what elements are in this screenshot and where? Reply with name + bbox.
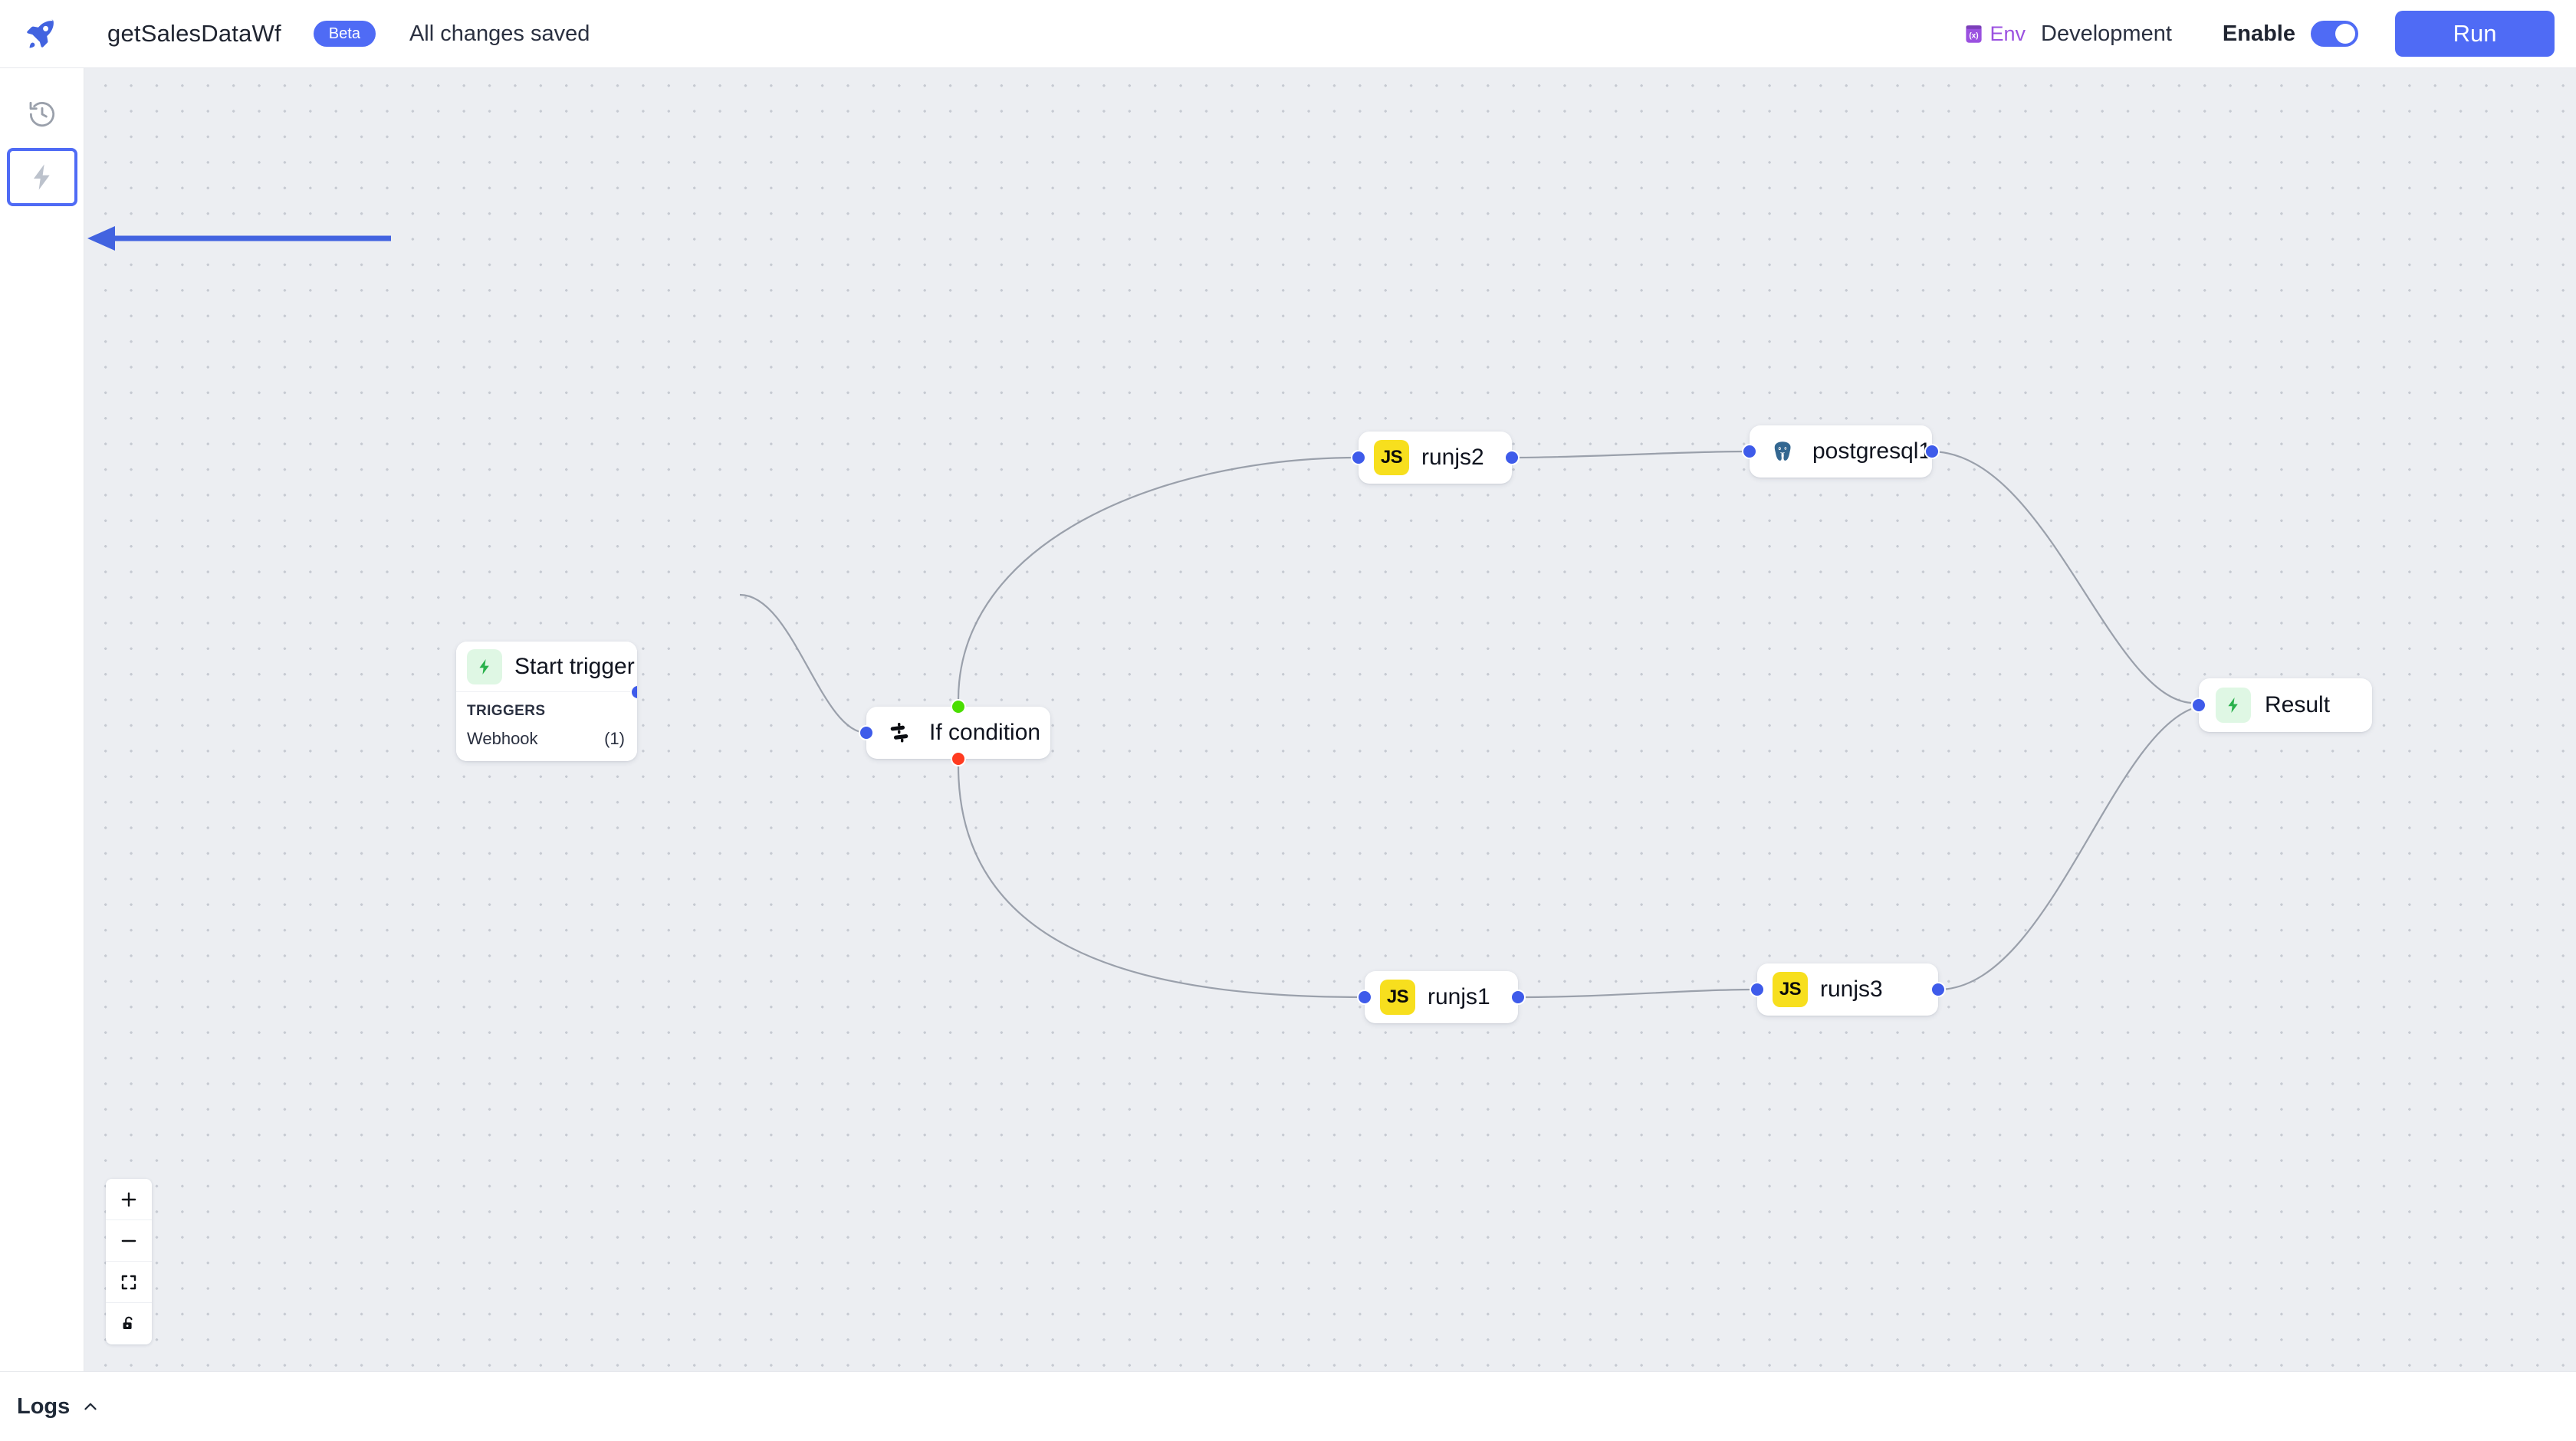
handle-runjs1-output[interactable] <box>1510 990 1526 1005</box>
app-logo[interactable] <box>0 17 80 51</box>
rocket-icon <box>26 19 54 48</box>
minus-icon <box>121 1239 136 1242</box>
env-variable-icon: (x) <box>1965 25 1982 43</box>
handle-runjs3-output[interactable] <box>1930 982 1946 997</box>
node-result-label: Result <box>2265 692 2331 717</box>
trigger-list-item[interactable]: Webhook (1) <box>467 729 625 749</box>
js-icon: JS <box>1374 440 1409 475</box>
node-if-condition-label: If condition <box>929 720 1041 745</box>
beta-badge: Beta <box>313 21 376 47</box>
node-runjs3-label: runjs3 <box>1820 977 1883 1002</box>
header-actions: (x) Env Development Enable Run <box>1963 11 2576 57</box>
edge-start-to-if <box>739 593 867 734</box>
save-status: All changes saved <box>409 21 590 46</box>
node-start-trigger-label: Start trigger <box>514 653 635 679</box>
node-postgresql1-label: postgresql1 <box>1812 438 1932 464</box>
annotation-arrow <box>87 226 391 251</box>
enable-label: Enable <box>2222 21 2295 46</box>
sliders-filter-icon <box>882 715 917 750</box>
edge-postgresql1-to-result <box>1930 450 2192 704</box>
unlock-padlock-icon <box>123 1316 133 1329</box>
logs-bar[interactable]: Logs <box>0 1371 2576 1441</box>
app-header: getSalesDataWf Beta All changes saved (x… <box>0 0 2576 68</box>
js-icon: JS <box>1380 980 1415 1015</box>
node-postgresql1[interactable]: postgresql1 <box>1742 425 1940 478</box>
js-icon: JS <box>1773 972 1808 1007</box>
enable-toggle[interactable] <box>2311 21 2358 47</box>
canvas-zoom-controls <box>106 1179 152 1344</box>
handle-if-condition-false-output[interactable] <box>951 751 966 766</box>
history-clock-icon <box>29 101 54 127</box>
node-start-trigger-body: TRIGGERS Webhook (1) <box>456 692 637 761</box>
handle-postgresql1-output[interactable] <box>1924 444 1940 459</box>
workflow-canvas[interactable]: Start trigger TRIGGERS Webhook (1) <box>84 68 2576 1371</box>
edge-runjs3-to-result <box>1937 707 2192 991</box>
trigger-name: Webhook <box>467 729 538 748</box>
node-start-trigger-header[interactable]: Start trigger <box>456 642 637 692</box>
edge-if-false-to-runjs1 <box>957 765 1365 999</box>
postgresql-icon <box>1765 434 1800 469</box>
env-label: Env <box>1990 21 2026 45</box>
node-runjs1[interactable]: JS runjs1 <box>1357 971 1526 1023</box>
node-runjs3[interactable]: JS runjs3 <box>1750 963 1946 1016</box>
lightning-bolt-icon <box>467 648 502 684</box>
sidebar-item-history[interactable] <box>7 85 77 143</box>
enable-control[interactable]: Enable <box>2223 21 2358 47</box>
svg-text:(x): (x) <box>1969 31 1978 40</box>
workflow-title: getSalesDataWf <box>107 20 281 47</box>
handle-result-input[interactable] <box>2191 698 2206 713</box>
fit-view-button[interactable] <box>106 1262 152 1303</box>
zoom-in-button[interactable] <box>106 1179 152 1220</box>
zoom-out-button[interactable] <box>106 1220 152 1262</box>
node-runjs1-label: runjs1 <box>1428 984 1490 1009</box>
lock-canvas-button[interactable] <box>106 1303 152 1344</box>
plus-icon <box>121 1192 136 1206</box>
handle-runjs3-input[interactable] <box>1750 982 1765 997</box>
triggers-section-title: TRIGGERS <box>467 703 546 719</box>
handle-runjs2-output[interactable] <box>1504 450 1520 465</box>
node-result[interactable]: Result <box>2191 678 2372 732</box>
edge-runjs2-to-postgresql1 <box>1510 450 1749 459</box>
logs-label: Logs <box>17 1393 71 1419</box>
edge-if-true-to-runjs2 <box>957 456 1359 701</box>
env-selector[interactable]: (x) Env Development <box>1963 21 2172 47</box>
handle-runjs1-input[interactable] <box>1357 990 1372 1005</box>
node-if-condition[interactable]: If condition <box>859 699 1050 766</box>
left-rail <box>0 68 84 1371</box>
node-runjs2-label: runjs2 <box>1421 445 1484 470</box>
node-runjs2[interactable]: JS runjs2 <box>1351 432 1520 484</box>
handle-postgresql1-input[interactable] <box>1742 444 1757 459</box>
chevron-up-icon[interactable] <box>80 1397 100 1416</box>
env-value: Development <box>2041 21 2172 46</box>
lightning-bolt-icon <box>2216 688 2251 723</box>
handle-if-condition-true-output[interactable] <box>951 699 966 714</box>
handle-if-condition-input[interactable] <box>859 725 874 740</box>
handle-runjs2-input[interactable] <box>1351 450 1366 465</box>
edge-layer <box>739 450 2192 999</box>
run-button[interactable]: Run <box>2395 11 2555 57</box>
edge-runjs1-to-runjs3 <box>1517 988 1756 999</box>
fit-screen-icon <box>121 1275 136 1289</box>
node-start-trigger[interactable]: Start trigger TRIGGERS Webhook (1) <box>456 642 637 761</box>
sidebar-item-triggers[interactable] <box>6 148 77 206</box>
lightning-bolt-icon <box>33 164 50 190</box>
trigger-count: (1) <box>604 729 625 748</box>
